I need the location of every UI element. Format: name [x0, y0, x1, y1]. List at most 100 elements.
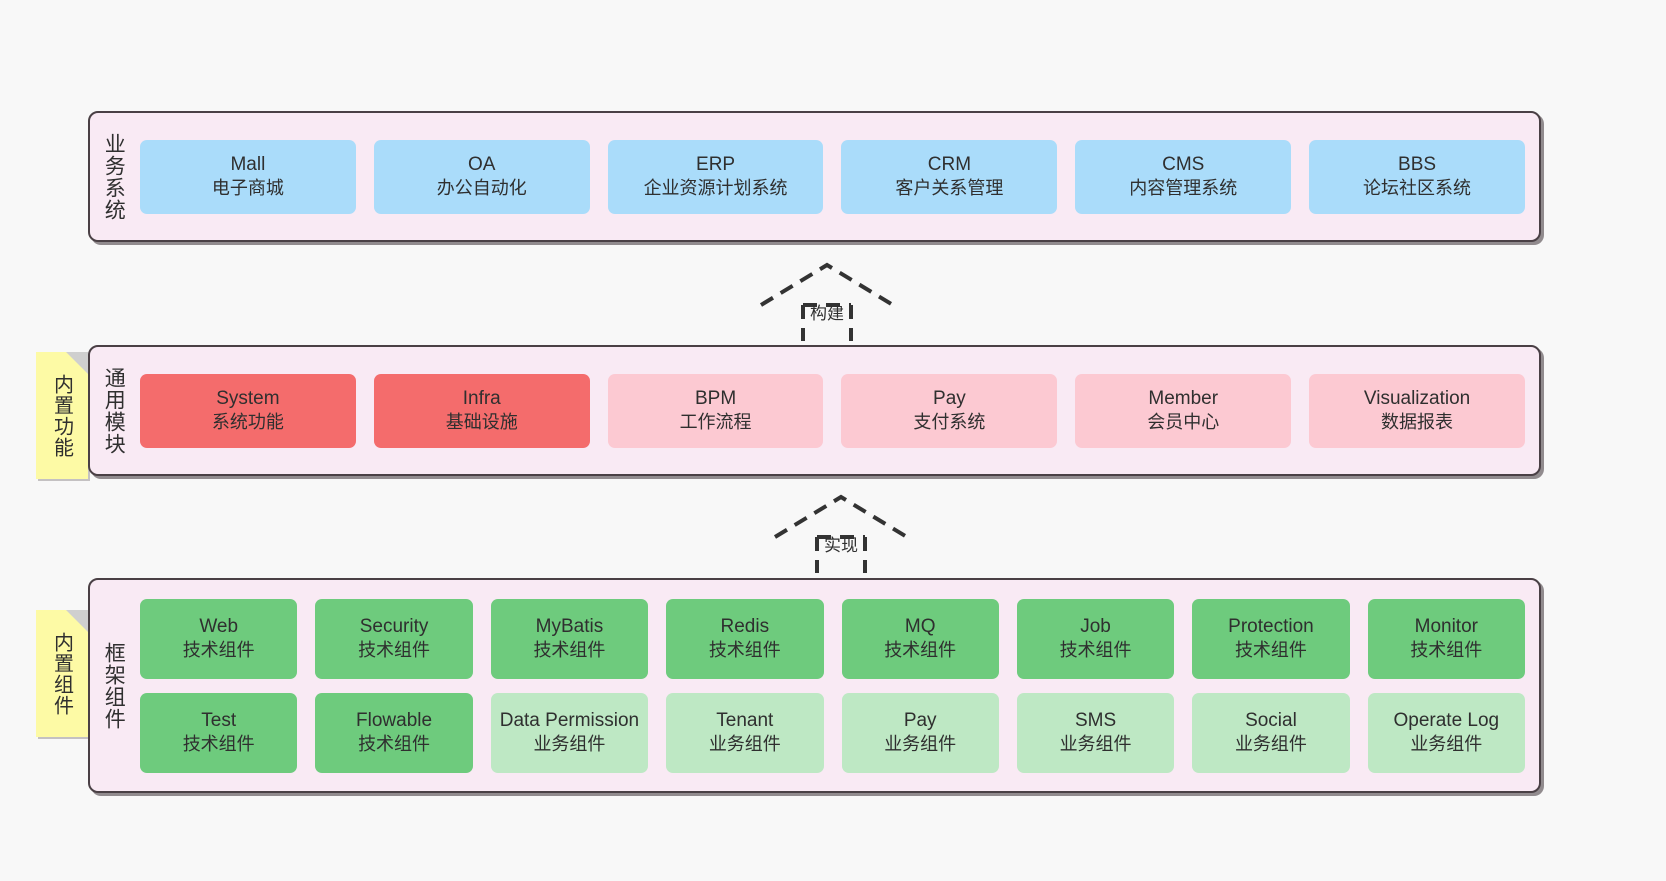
card-protection[interactable]: Protection 技术组件 [1192, 598, 1350, 679]
card-subtitle: 技术组件 [708, 640, 781, 661]
card-oa[interactable]: OA 办公自动化 [373, 139, 590, 214]
card-title: Data Permission [499, 710, 640, 732]
layer-body-business-system: Mall 电子商城 OA 办公自动化 ERP 企业资源计划系统 CRM 客户关系… [136, 113, 1539, 240]
card-redis[interactable]: Redis 技术组件 [666, 598, 824, 679]
note-builtin-component: 内置组件 [36, 610, 88, 737]
connector-build: 构建 [757, 261, 897, 341]
card-member[interactable]: Member 会员中心 [1075, 373, 1292, 448]
card-subtitle: 办公自动化 [436, 178, 527, 199]
note-label: 内置组件 [50, 631, 73, 716]
card-subtitle: 支付系统 [913, 412, 986, 433]
card-title: ERP [696, 154, 736, 176]
card-flowable[interactable]: Flowable 技术组件 [315, 692, 473, 773]
card-crm[interactable]: CRM 客户关系管理 [841, 139, 1058, 214]
card-title: Tenant [716, 710, 774, 732]
card-system[interactable]: System 系统功能 [140, 373, 356, 448]
layer-body-framework-component: Web 技术组件 Security 技术组件 MyBatis 技术组件 Redi… [136, 580, 1539, 791]
card-subtitle: 技术组件 [358, 640, 431, 661]
generalization-arrow-icon [759, 262, 895, 341]
card-title: SMS [1074, 710, 1117, 732]
card-tenant[interactable]: Tenant 业务组件 [666, 692, 824, 773]
card-title: Social [1245, 710, 1297, 732]
card-subtitle: 会员中心 [1147, 412, 1220, 433]
card-title: System [216, 388, 280, 410]
card-subtitle: 业务组件 [1234, 734, 1307, 755]
card-job[interactable]: Job 技术组件 [1016, 598, 1175, 679]
card-visualization[interactable]: Visualization 数据报表 [1309, 373, 1525, 448]
card-operate-log[interactable]: Operate Log 业务组件 [1367, 692, 1525, 773]
card-title: Member [1148, 388, 1219, 410]
card-title: Flowable [356, 710, 433, 732]
card-subtitle: 技术组件 [1410, 640, 1483, 661]
card-bbs[interactable]: BBS 论坛社区系统 [1309, 139, 1525, 214]
card-monitor[interactable]: Monitor 技术组件 [1367, 598, 1525, 679]
layer-title-business-system: 业务系统 [102, 132, 126, 221]
card-row: Mall 电子商城 OA 办公自动化 ERP 企业资源计划系统 CRM 客户关系… [140, 139, 1525, 214]
card-subtitle: 电子商城 [211, 178, 284, 199]
note-label: 内置功能 [50, 373, 73, 458]
card-title: CRM [927, 154, 972, 176]
card-row: Web 技术组件 Security 技术组件 MyBatis 技术组件 Redi… [140, 598, 1525, 679]
note-fold-corner-icon [66, 352, 88, 374]
card-subtitle: 技术组件 [1059, 640, 1132, 661]
card-subtitle: 业务组件 [708, 734, 781, 755]
card-row: Test 技术组件 Flowable 技术组件 Data Permission … [140, 692, 1525, 773]
card-title: Pay [933, 388, 966, 410]
card-title: Security [359, 616, 429, 638]
connector-implement: 实现 [771, 493, 911, 573]
card-title: OA [468, 154, 496, 176]
card-bpm[interactable]: BPM 工作流程 [607, 373, 824, 448]
card-title: Job [1080, 616, 1111, 638]
card-subtitle: 工作流程 [679, 412, 752, 433]
card-subtitle: 业务组件 [884, 734, 957, 755]
note-fold-corner-icon [66, 610, 88, 632]
card-title: MyBatis [535, 616, 604, 638]
connector-build-label: 构建 [810, 304, 844, 323]
card-subtitle: 技术组件 [1234, 640, 1307, 661]
card-subtitle: 客户关系管理 [895, 178, 1004, 199]
card-title: Infra [462, 388, 501, 410]
card-title: Web [199, 616, 239, 638]
card-cms[interactable]: CMS 内容管理系统 [1075, 139, 1292, 214]
layer-framework-component: 框架组件 Web 技术组件 Security 技术组件 MyBatis 技术组件… [88, 578, 1541, 793]
card-subtitle: 技术组件 [884, 640, 957, 661]
card-erp[interactable]: ERP 企业资源计划系统 [607, 139, 824, 214]
card-subtitle: 论坛社区系统 [1363, 178, 1472, 199]
connector-implement-label: 实现 [824, 536, 858, 555]
card-test[interactable]: Test 技术组件 [140, 692, 298, 773]
realization-arrow-icon [773, 494, 909, 573]
card-subtitle: 业务组件 [533, 734, 606, 755]
layer-title-common-module: 通用模块 [102, 366, 126, 455]
card-title: CMS [1162, 154, 1205, 176]
layer-common-module: 通用模块 System 系统功能 Infra 基础设施 BPM 工作流程 Pay… [88, 345, 1541, 476]
card-title: Pay [903, 710, 937, 732]
card-subtitle: 技术组件 [358, 734, 431, 755]
card-mybatis[interactable]: MyBatis 技术组件 [490, 598, 649, 679]
card-pay-component[interactable]: Pay 业务组件 [841, 692, 999, 773]
card-subtitle: 业务组件 [1410, 734, 1483, 755]
card-mq[interactable]: MQ 技术组件 [841, 598, 999, 679]
card-subtitle: 技术组件 [182, 640, 255, 661]
card-subtitle: 企业资源计划系统 [643, 178, 788, 199]
card-title: Visualization [1363, 388, 1471, 410]
card-subtitle: 技术组件 [182, 734, 255, 755]
card-subtitle: 基础设施 [445, 412, 518, 433]
card-mall[interactable]: Mall 电子商城 [140, 139, 356, 214]
layer-business-system: 业务系统 Mall 电子商城 OA 办公自动化 ERP 企业资源计划系统 CRM… [88, 111, 1541, 242]
card-title: MQ [904, 616, 936, 638]
card-row: System 系统功能 Infra 基础设施 BPM 工作流程 Pay 支付系统… [140, 373, 1525, 448]
card-social[interactable]: Social 业务组件 [1192, 692, 1350, 773]
card-subtitle: 系统功能 [211, 412, 284, 433]
card-title: Monitor [1414, 616, 1478, 638]
card-security[interactable]: Security 技术组件 [315, 598, 473, 679]
layer-title-framework-component: 框架组件 [102, 641, 126, 730]
card-subtitle: 业务组件 [1059, 734, 1132, 755]
card-sms[interactable]: SMS 业务组件 [1016, 692, 1175, 773]
card-data-permission[interactable]: Data Permission 业务组件 [490, 692, 649, 773]
card-title: BBS [1398, 154, 1437, 176]
card-pay-module[interactable]: Pay 支付系统 [841, 373, 1058, 448]
card-web[interactable]: Web 技术组件 [140, 598, 298, 679]
card-infra[interactable]: Infra 基础设施 [373, 373, 590, 448]
card-title: Test [201, 710, 237, 732]
